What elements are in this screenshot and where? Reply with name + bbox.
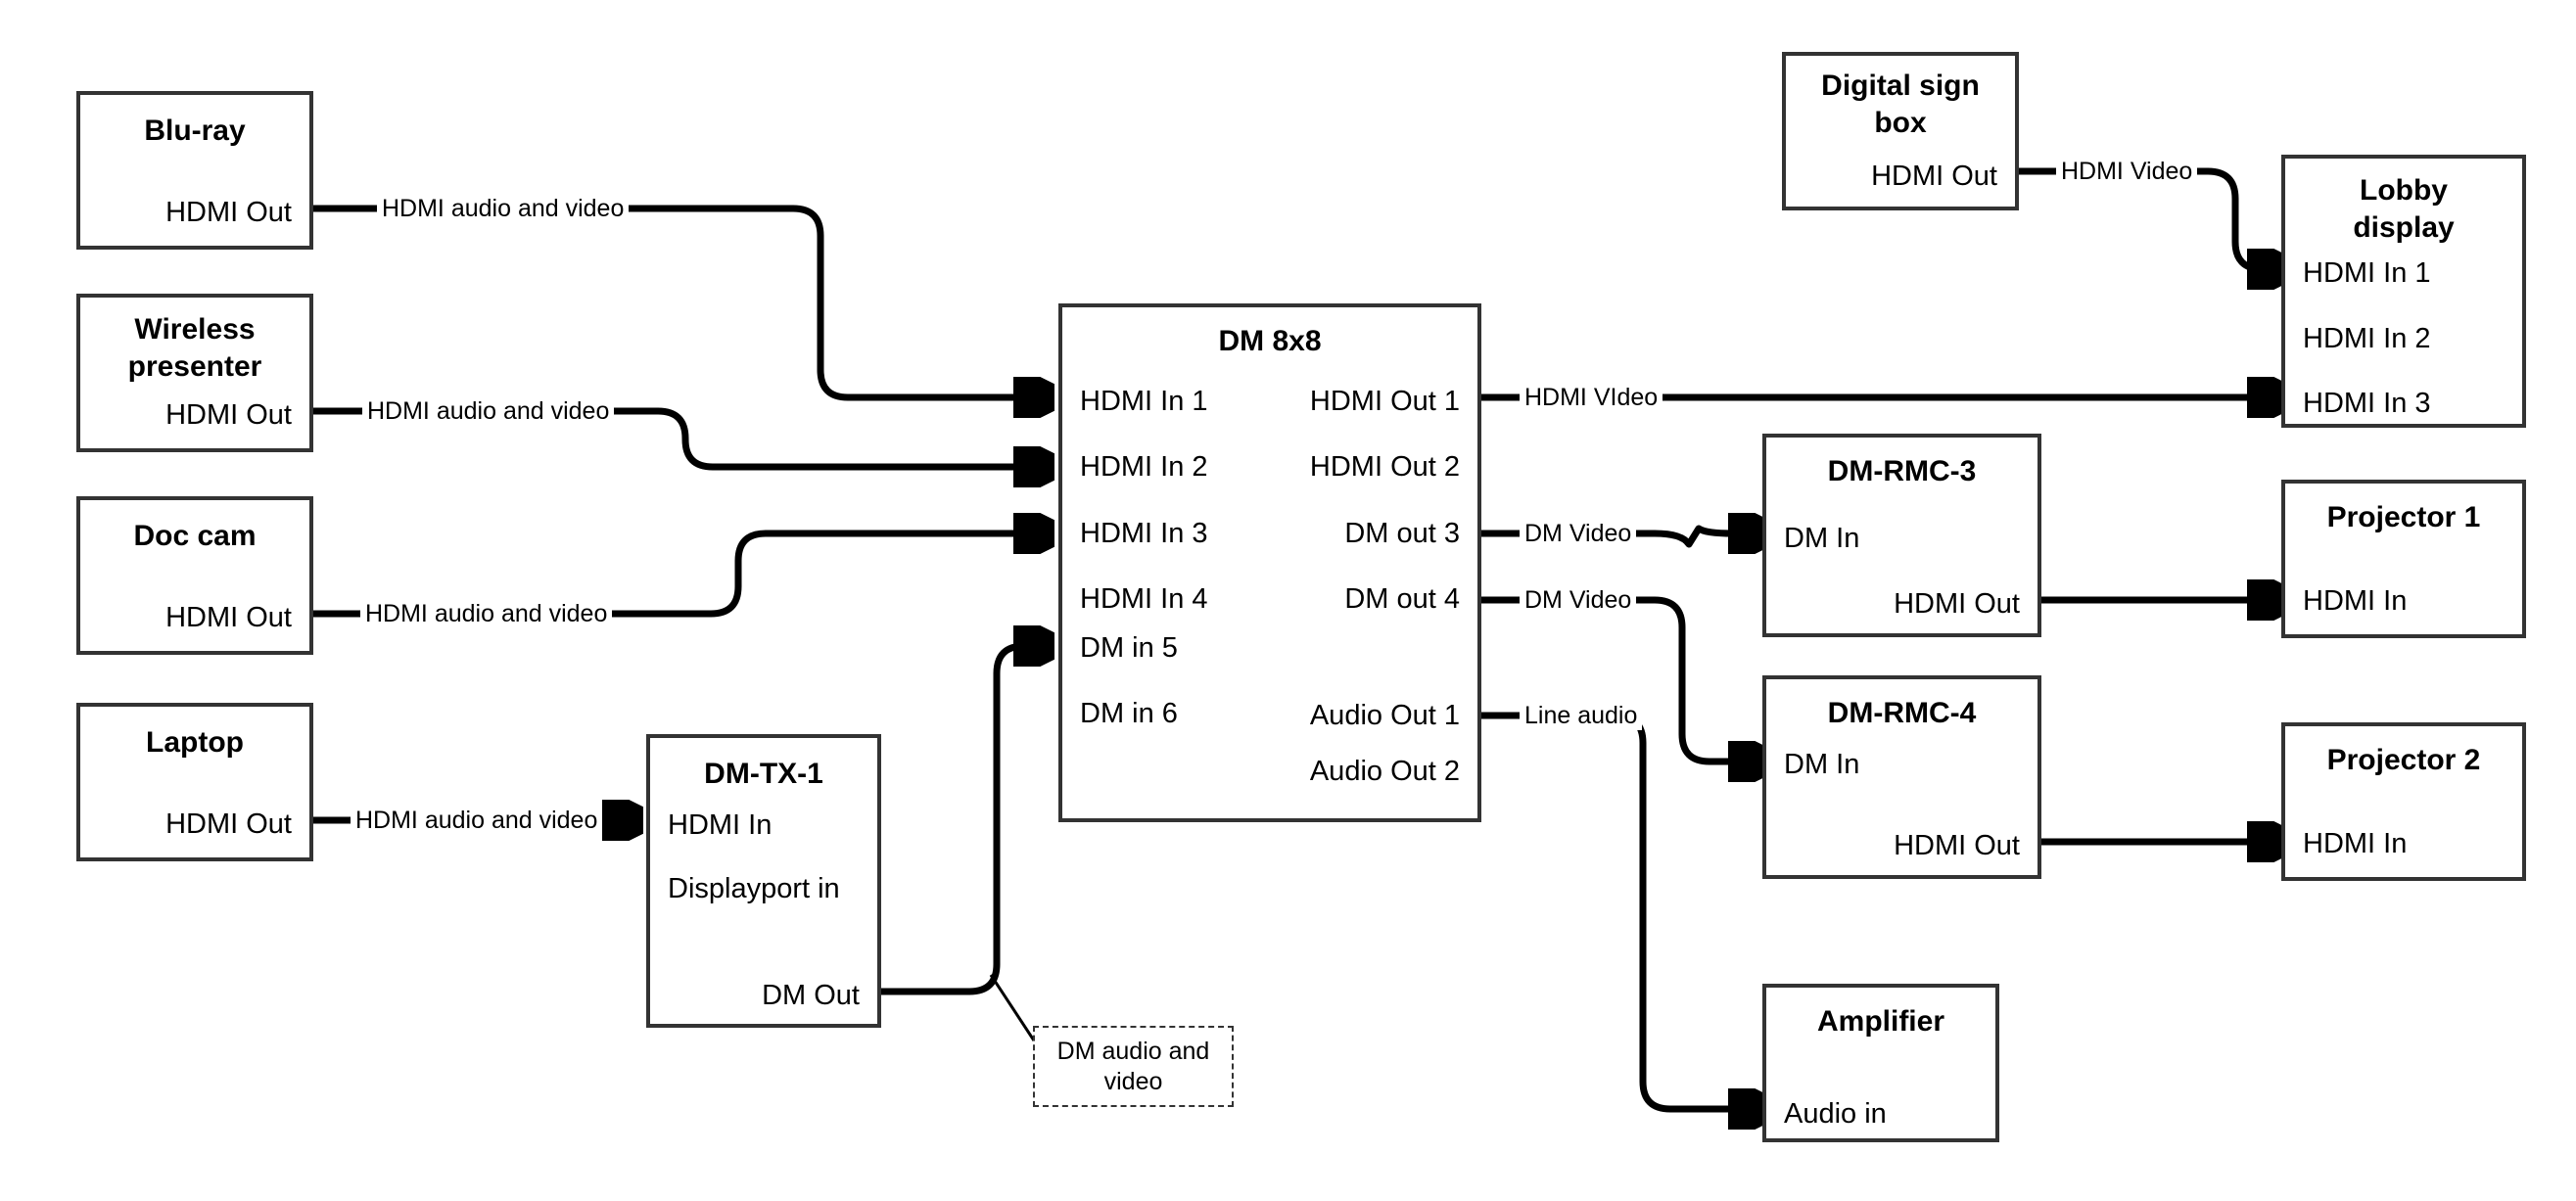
port-dm8x8-audio-out-2[interactable]: Audio Out 2: [1309, 756, 1460, 787]
node-laptop-title: Laptop: [146, 726, 244, 759]
edge-label-wireless-to-dm8x8: HDMI audio and video: [362, 396, 615, 426]
port-lobby-hdmi-in-3[interactable]: HDMI In 3: [2303, 388, 2431, 419]
node-wireless-presenter[interactable]: Wireless presenter HDMI Out: [76, 294, 313, 452]
port-dmtx1-displayport-in[interactable]: Displayport in: [668, 873, 840, 904]
port-dmtx1-hdmi-in[interactable]: HDMI In: [668, 809, 773, 841]
edge-label-bluray-to-dm8x8: HDMI audio and video: [377, 194, 630, 223]
node-doc-cam[interactable]: Doc cam HDMI Out: [76, 496, 313, 655]
port-dm8x8-hdmi-in-4[interactable]: HDMI In 4: [1080, 583, 1208, 615]
port-dm8x8-dm-out-3[interactable]: DM out 3: [1344, 518, 1460, 549]
wire-dm8x8-out4-to-rmc4: [1481, 596, 1762, 762]
node-amplifier[interactable]: Amplifier Audio in: [1762, 984, 1999, 1142]
node-bluray-title: Blu-ray: [144, 115, 246, 147]
node-bluray[interactable]: Blu-ray HDMI Out: [76, 91, 313, 250]
node-lobby-display-title: Lobby display: [2353, 174, 2455, 244]
port-wireless-hdmi-out[interactable]: HDMI Out: [165, 399, 292, 431]
node-dm-tx-1-title: DM-TX-1: [704, 758, 823, 790]
port-rmc3-dm-in[interactable]: DM In: [1784, 523, 1860, 554]
port-lobby-hdmi-in-2[interactable]: HDMI In 2: [2303, 323, 2431, 354]
port-doccam-hdmi-out[interactable]: HDMI Out: [165, 602, 292, 633]
port-dm8x8-audio-out-1[interactable]: Audio Out 1: [1309, 700, 1460, 731]
port-lobby-hdmi-in-1[interactable]: HDMI In 1: [2303, 257, 2431, 289]
node-digital-sign-box[interactable]: Digital sign box HDMI Out: [1782, 52, 2019, 210]
port-rmc4-hdmi-out[interactable]: HDMI Out: [1894, 830, 2020, 861]
node-dm-rmc-3-title: DM-RMC-3: [1827, 455, 1977, 487]
node-digital-sign-box-title: Digital sign box: [1821, 69, 1980, 139]
port-projector1-hdmi-in[interactable]: HDMI In: [2303, 585, 2408, 617]
node-laptop[interactable]: Laptop HDMI Out: [76, 703, 313, 861]
wire-dm8x8-aout1-to-amplifier: [1481, 712, 1762, 1109]
port-rmc4-dm-in[interactable]: DM In: [1784, 749, 1860, 780]
wire-bluray-to-dm8x8: [313, 205, 1048, 397]
edge-label-doccam-to-dm8x8: HDMI audio and video: [360, 599, 613, 628]
edge-label-out1-to-lobby: HDMI VIdeo: [1520, 383, 1663, 412]
node-dm-rmc-4[interactable]: DM-RMC-4 DM In HDMI Out: [1762, 675, 2041, 879]
port-dmtx1-dm-out[interactable]: DM Out: [762, 980, 860, 1011]
node-projector-1[interactable]: Projector 1 HDMI In: [2281, 480, 2526, 638]
node-projector-2[interactable]: Projector 2 HDMI In: [2281, 722, 2526, 881]
node-dm-tx-1[interactable]: DM-TX-1 HDMI In Displayport in DM Out: [646, 734, 881, 1028]
port-dm8x8-dm-in-5[interactable]: DM in 5: [1080, 632, 1178, 664]
edge-label-out4-to-rmc4: DM Video: [1520, 585, 1637, 615]
node-lobby-display[interactable]: Lobby display HDMI In 1 HDMI In 2 HDMI I…: [2281, 155, 2526, 428]
note-dm-audio-and-video: DM audio and video: [1033, 1026, 1234, 1107]
port-signbox-hdmi-out[interactable]: HDMI Out: [1871, 161, 1997, 192]
edge-label-laptop-to-dmtx1: HDMI audio and video: [351, 806, 603, 835]
node-projector-2-title: Projector 2: [2326, 744, 2481, 776]
node-dm-rmc-4-title: DM-RMC-4: [1827, 697, 1977, 729]
port-dm8x8-hdmi-out-1[interactable]: HDMI Out 1: [1309, 386, 1460, 417]
node-amplifier-title: Amplifier: [1816, 1005, 1945, 1038]
node-projector-1-title: Projector 1: [2326, 501, 2481, 533]
port-dm8x8-hdmi-in-1[interactable]: HDMI In 1: [1080, 386, 1208, 417]
node-dm-8x8-title: DM 8x8: [1218, 325, 1322, 357]
edge-label-out3-to-rmc3: DM Video: [1520, 519, 1637, 548]
wire-signbox-to-lobby: [2019, 167, 2281, 269]
wire-dmtx1-to-dm8x8: [881, 646, 1048, 995]
port-dm8x8-hdmi-in-3[interactable]: HDMI In 3: [1080, 518, 1208, 549]
port-bluray-hdmi-out[interactable]: HDMI Out: [165, 197, 292, 228]
node-dm-8x8[interactable]: DM 8x8 HDMI In 1 HDMI In 2 HDMI In 3 HDM…: [1058, 303, 1481, 822]
port-amplifier-audio-in[interactable]: Audio in: [1784, 1098, 1887, 1130]
edge-label-signbox-to-lobby: HDMI Video: [2056, 157, 2198, 186]
port-projector2-hdmi-in[interactable]: HDMI In: [2303, 828, 2408, 859]
node-dm-rmc-3[interactable]: DM-RMC-3 DM In HDMI Out: [1762, 434, 2041, 637]
port-dm8x8-hdmi-in-2[interactable]: HDMI In 2: [1080, 451, 1208, 483]
port-dm8x8-dm-out-4[interactable]: DM out 4: [1344, 583, 1460, 615]
port-laptop-hdmi-out[interactable]: HDMI Out: [165, 808, 292, 840]
port-dm8x8-hdmi-out-2[interactable]: HDMI Out 2: [1309, 451, 1460, 483]
edge-label-aout1-to-amplifier: Line audio: [1520, 701, 1643, 730]
node-doc-cam-title: Doc cam: [133, 520, 257, 552]
port-dm8x8-dm-in-6[interactable]: DM in 6: [1080, 698, 1178, 729]
node-wireless-presenter-title: Wireless presenter: [127, 313, 262, 383]
port-rmc3-hdmi-out[interactable]: HDMI Out: [1894, 588, 2020, 620]
